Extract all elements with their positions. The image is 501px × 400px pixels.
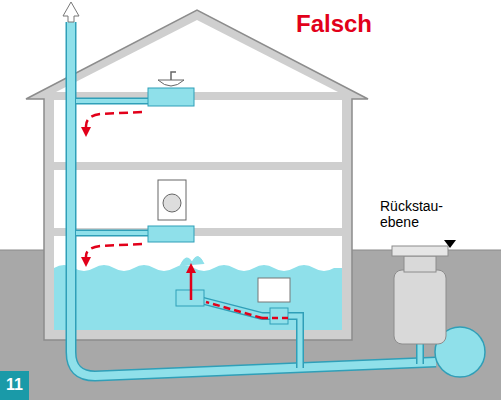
- backflow-flap: [258, 278, 290, 302]
- callout-number: 11: [0, 376, 29, 394]
- water-splash: [180, 256, 204, 266]
- title: Falsch: [296, 10, 372, 38]
- shaft-cover: [392, 246, 448, 256]
- washing-machine: [158, 180, 186, 220]
- ground-floor-room: [54, 170, 342, 228]
- drain-fitting: [148, 226, 194, 242]
- machine-door: [163, 194, 181, 212]
- tap: [171, 72, 176, 80]
- attic: [56, 20, 338, 92]
- shaft-neck: [404, 256, 436, 272]
- flow-arrow: [86, 112, 290, 318]
- pump-shaft: [394, 270, 446, 344]
- upper-floor-room: [54, 100, 342, 162]
- valve-body: [270, 308, 288, 324]
- level-marker: [444, 240, 456, 248]
- vent-arrow: [63, 2, 79, 22]
- house-wall: [26, 10, 368, 340]
- callout-box: [0, 371, 29, 400]
- drain-fitting: [148, 88, 194, 106]
- level-label: Rückstau- ebene: [380, 198, 452, 230]
- wash-basin: [158, 80, 184, 86]
